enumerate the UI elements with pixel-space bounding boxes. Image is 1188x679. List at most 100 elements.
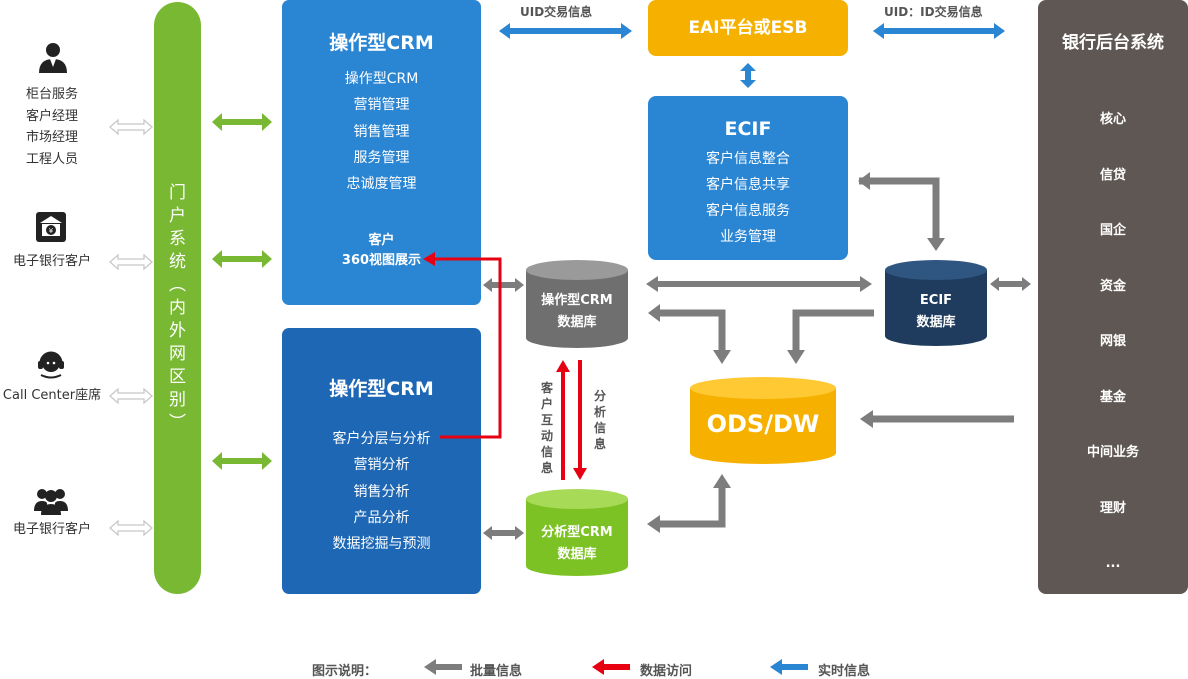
bank-item: ... <box>1105 556 1121 571</box>
user-staff-line-3: 市场经理 <box>25 130 78 145</box>
portal-char: 户 <box>169 206 186 226</box>
user-staff-line-1: 柜台服务 <box>25 87 78 102</box>
batch-arrow <box>483 172 1031 540</box>
analytical-crm-items: 客户分层与分析 营销分析 销售分析 产品分析 数据挖掘与预测 <box>282 426 481 557</box>
portal-char: 区 <box>169 367 186 387</box>
realtime-arrow <box>499 23 1005 88</box>
operational-crm-db-label: 操作型CRM 数据库 <box>526 290 628 334</box>
ods-dw-label: ODS/DW <box>706 410 820 438</box>
bank-item: 基金 <box>1099 389 1126 405</box>
operational-crm-db-line1: 操作型CRM <box>541 293 613 308</box>
customer-360-view: 客户 360视图展示 <box>282 231 481 271</box>
legend-access-label: 数据访问 <box>640 664 693 679</box>
bank-item: 理财 <box>1099 500 1126 516</box>
analytical-crm-db-icon <box>526 489 628 576</box>
analytical-crm-db-line2: 数据库 <box>557 547 597 562</box>
analytical-crm-item: 产品分析 <box>353 509 410 526</box>
vertical-char: 客 <box>540 381 553 395</box>
portal-label: 门 户 系 统 ︵ 内 外 网 区 别 ︶ <box>154 182 201 435</box>
vertical-char: 信 <box>540 445 553 459</box>
ecif-title: ECIF <box>724 118 772 140</box>
person-icon <box>36 40 70 78</box>
vertical-char: 息 <box>593 437 606 451</box>
ecif-item: 客户信息整合 <box>706 151 790 167</box>
analytical-crm-item: 营销分析 <box>353 457 410 474</box>
portal-char: ︵ <box>169 275 186 295</box>
analytical-crm-title: 操作型CRM <box>329 378 434 400</box>
portal-char: 别 <box>169 390 186 410</box>
vertical-char: 信 <box>593 421 606 435</box>
legend-batch-arrow-icon <box>424 659 462 675</box>
svg-text:¥: ¥ <box>49 227 54 235</box>
bank-backend-items: 核心 信贷 国企 资金 网银 基金 中间业务 理财 ... <box>1038 92 1188 592</box>
ecif-box: ECIF 客户信息整合 客户信息共享 客户信息服务 业务管理 <box>648 96 848 260</box>
ecif-db-line2: 数据库 <box>916 315 956 330</box>
eai-esb-box: EAI平台或ESB <box>648 0 848 56</box>
bank-backend-box: 银行后台系统 核心 信贷 国企 资金 网银 基金 中间业务 理财 ... <box>1038 0 1188 594</box>
portal-char: 网 <box>169 344 186 364</box>
analytical-crm-db-label: 分析型CRM 数据库 <box>526 522 628 566</box>
bank-item: 核心 <box>1099 112 1126 127</box>
bank-item: 中间业务 <box>1086 445 1139 460</box>
user-staff-line-4: 工程人员 <box>25 151 78 167</box>
operational-crm-item: 服务管理 <box>353 149 410 166</box>
bank-item: 国企 <box>1099 223 1126 238</box>
data-access-arrow <box>423 252 587 480</box>
bank-item: 资金 <box>1099 278 1126 294</box>
portal-system: 门 户 系 统 ︵ 内 外 网 区 别 ︶ <box>154 2 201 594</box>
headset-icon <box>35 349 67 385</box>
portal-char: 系 <box>169 229 186 249</box>
user-call-center: Call Center座席 <box>2 388 102 403</box>
user-ebank-2: 电子银行客户 <box>12 522 91 537</box>
bank-item: 网银 <box>1099 334 1126 349</box>
legend-batch-label: 批量信息 <box>470 664 523 679</box>
user-portal-arrow <box>109 118 153 537</box>
vertical-char: 户 <box>540 397 553 411</box>
analytical-crm-db-line1: 分析型CRM <box>541 525 613 540</box>
operational-crm-title: 操作型CRM <box>329 32 434 54</box>
group-icon <box>33 485 69 519</box>
uid-left-label: UID交易信息 <box>520 5 593 19</box>
analytical-crm-item: 数据挖掘与预测 <box>332 536 431 553</box>
ecif-items: 客户信息整合 客户信息共享 客户信息服务 业务管理 <box>648 146 848 250</box>
vertical-char: 析 <box>593 405 606 419</box>
legend-realtime-arrow-icon <box>770 659 808 675</box>
customer-360-line2: 360视图展示 <box>341 253 422 268</box>
legend-realtime-label: 实时信息 <box>818 664 871 679</box>
analytical-crm-item: 销售分析 <box>353 483 410 500</box>
portal-char: 统 <box>169 252 186 272</box>
portal-char: 外 <box>169 321 186 341</box>
ecif-db-line1: ECIF <box>919 293 953 308</box>
ecif-db-icon <box>885 260 987 346</box>
user-group-staff: 柜台服务 客户经理 市场经理 工程人员 <box>0 84 104 170</box>
operational-crm-box: 操作型CRM 操作型CRM 营销管理 销售管理 服务管理 忠诚度管理 客户 36… <box>282 0 481 305</box>
legend-title: 图示说明： <box>312 664 378 679</box>
bank-item: 信贷 <box>1099 167 1126 183</box>
operational-crm-item: 忠诚度管理 <box>346 176 417 193</box>
vertical-char: 动 <box>540 429 553 443</box>
bank-backend-title: 银行后台系统 <box>1062 33 1164 53</box>
bank-icon: ¥ <box>35 211 67 247</box>
portal-char: ︶ <box>169 413 186 433</box>
ods-dw-db-icon <box>690 377 836 464</box>
portal-char: 内 <box>169 298 186 318</box>
vertical-char: 互 <box>540 413 553 427</box>
customer-360-line1: 客户 <box>368 233 395 248</box>
ecif-db-label: ECIF 数据库 <box>885 290 987 334</box>
operational-crm-item: 销售管理 <box>353 123 410 140</box>
operational-crm-item: 操作型CRM <box>344 71 419 87</box>
vertical-char: 息 <box>540 461 553 475</box>
analytical-crm-item: 客户分层与分析 <box>332 431 431 447</box>
portal-char: 门 <box>169 183 186 203</box>
operational-crm-item: 营销管理 <box>353 97 410 114</box>
ecif-item: 业务管理 <box>720 229 776 245</box>
ecif-item: 客户信息共享 <box>706 177 790 193</box>
uid-right-label: UID：ID交易信息 <box>884 5 983 19</box>
vertical-label-analysis: 分 析 信 息 <box>592 388 608 452</box>
vertical-label-interaction: 客 户 互 动 信 息 <box>539 380 555 476</box>
portal-crm-arrow <box>212 113 272 470</box>
vertical-char: 分 <box>593 389 606 403</box>
operational-crm-db-line2: 数据库 <box>557 315 597 330</box>
analytical-crm-box: 操作型CRM 客户分层与分析 营销分析 销售分析 产品分析 数据挖掘与预测 <box>282 328 481 594</box>
